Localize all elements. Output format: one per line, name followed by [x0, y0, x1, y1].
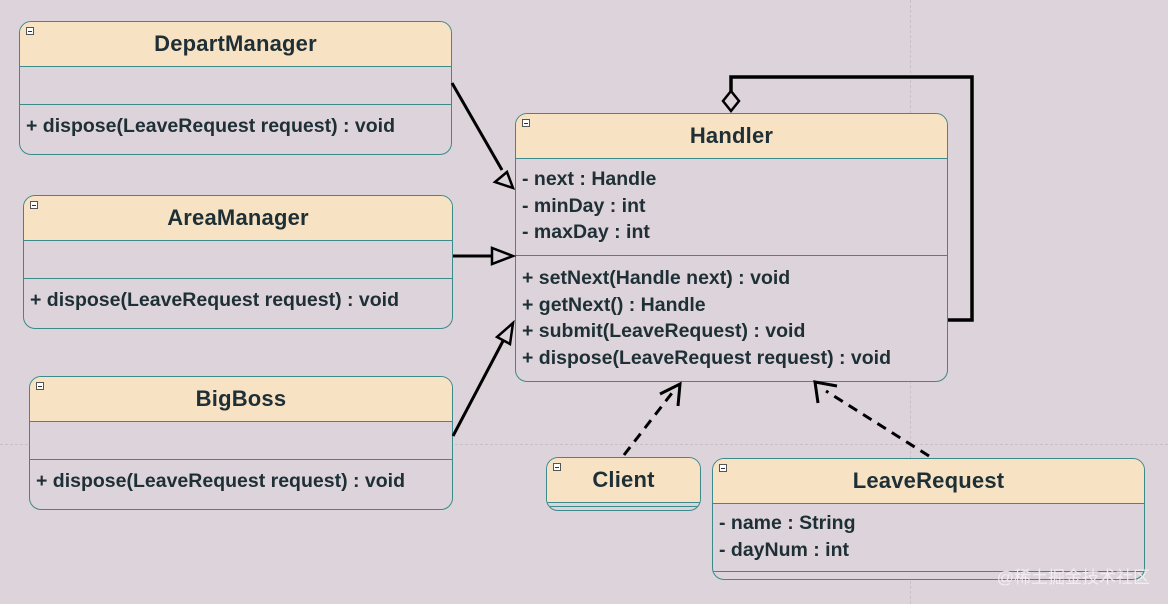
method-line: + submit(LeaveRequest) : void — [522, 320, 806, 342]
method-line: + getNext() : Handle — [522, 293, 706, 316]
method-line: + dispose(LeaveRequest request) : void — [30, 289, 399, 311]
class-name: DepartManager — [154, 31, 317, 56]
class-big-boss[interactable]: BigBoss + dispose(LeaveRequest request) … — [29, 376, 453, 510]
class-name: AreaManager — [167, 205, 309, 230]
class-name: Handler — [689, 123, 774, 148]
attributes-section — [30, 422, 452, 460]
dependency-connector-client[interactable] — [622, 381, 682, 456]
class-client[interactable]: Client — [546, 457, 701, 511]
attribute-line: - minDay : int — [522, 194, 646, 217]
inheritance-connector-area-manager[interactable] — [453, 246, 517, 266]
attributes-section: - next : Handle - minDay : int - maxDay … — [516, 159, 947, 256]
class-area-manager[interactable]: AreaManager + dispose(LeaveRequest reque… — [23, 195, 453, 329]
attribute-line: - next : Handle — [522, 168, 657, 190]
class-handler[interactable]: Handler - next : Handle - minDay : int -… — [515, 113, 948, 382]
attributes-section — [24, 241, 452, 279]
attributes-section — [20, 67, 451, 105]
method-line: + dispose(LeaveRequest request) : void — [36, 470, 405, 492]
collapse-toggle-icon[interactable] — [719, 464, 727, 472]
class-client-header: Client — [547, 458, 700, 503]
collapse-toggle-icon[interactable] — [30, 201, 38, 209]
collapse-toggle-icon[interactable] — [522, 119, 530, 127]
attribute-line: - dayNum : int — [719, 538, 849, 561]
method-line: + dispose(LeaveRequest request) : void — [522, 346, 891, 369]
methods-section: + dispose(LeaveRequest request) : void — [30, 460, 452, 495]
class-handler-header: Handler — [516, 114, 947, 159]
dependency-connector-leave-request[interactable] — [813, 380, 930, 458]
guide-line-horizontal — [0, 444, 1168, 445]
attributes-section — [547, 503, 700, 507]
methods-section: + dispose(LeaveRequest request) : void — [24, 279, 452, 314]
inheritance-connector-depart-manager[interactable] — [450, 82, 516, 191]
class-depart-manager[interactable]: DepartManager + dispose(LeaveRequest req… — [19, 21, 452, 155]
attribute-line: - maxDay : int — [522, 221, 650, 243]
class-leave-request-header: LeaveRequest — [713, 459, 1144, 504]
class-area-manager-header: AreaManager — [24, 196, 452, 241]
class-name: Client — [592, 467, 655, 492]
attributes-section: - name : String - dayNum : int — [713, 504, 1144, 572]
attribute-line: - name : String — [719, 512, 856, 534]
methods-section: + dispose(LeaveRequest request) : void — [20, 105, 451, 140]
inheritance-connector-big-boss[interactable] — [451, 319, 515, 437]
methods-section: + setNext(Handle next) : void + getNext(… — [516, 256, 947, 371]
aggregation-connector-handler-self[interactable] — [721, 75, 974, 322]
class-big-boss-header: BigBoss — [30, 377, 452, 422]
class-leave-request[interactable]: LeaveRequest - name : String - dayNum : … — [712, 458, 1145, 580]
collapse-toggle-icon[interactable] — [553, 463, 561, 471]
collapse-toggle-icon[interactable] — [36, 382, 44, 390]
collapse-toggle-icon[interactable] — [26, 27, 34, 35]
class-depart-manager-header: DepartManager — [20, 22, 451, 67]
method-line: + dispose(LeaveRequest request) : void — [26, 115, 395, 137]
class-name: LeaveRequest — [852, 468, 1005, 493]
watermark-text: @稀土掘金技术社区 — [996, 568, 1150, 587]
class-name: BigBoss — [195, 386, 287, 411]
method-line: + setNext(Handle next) : void — [522, 267, 791, 289]
